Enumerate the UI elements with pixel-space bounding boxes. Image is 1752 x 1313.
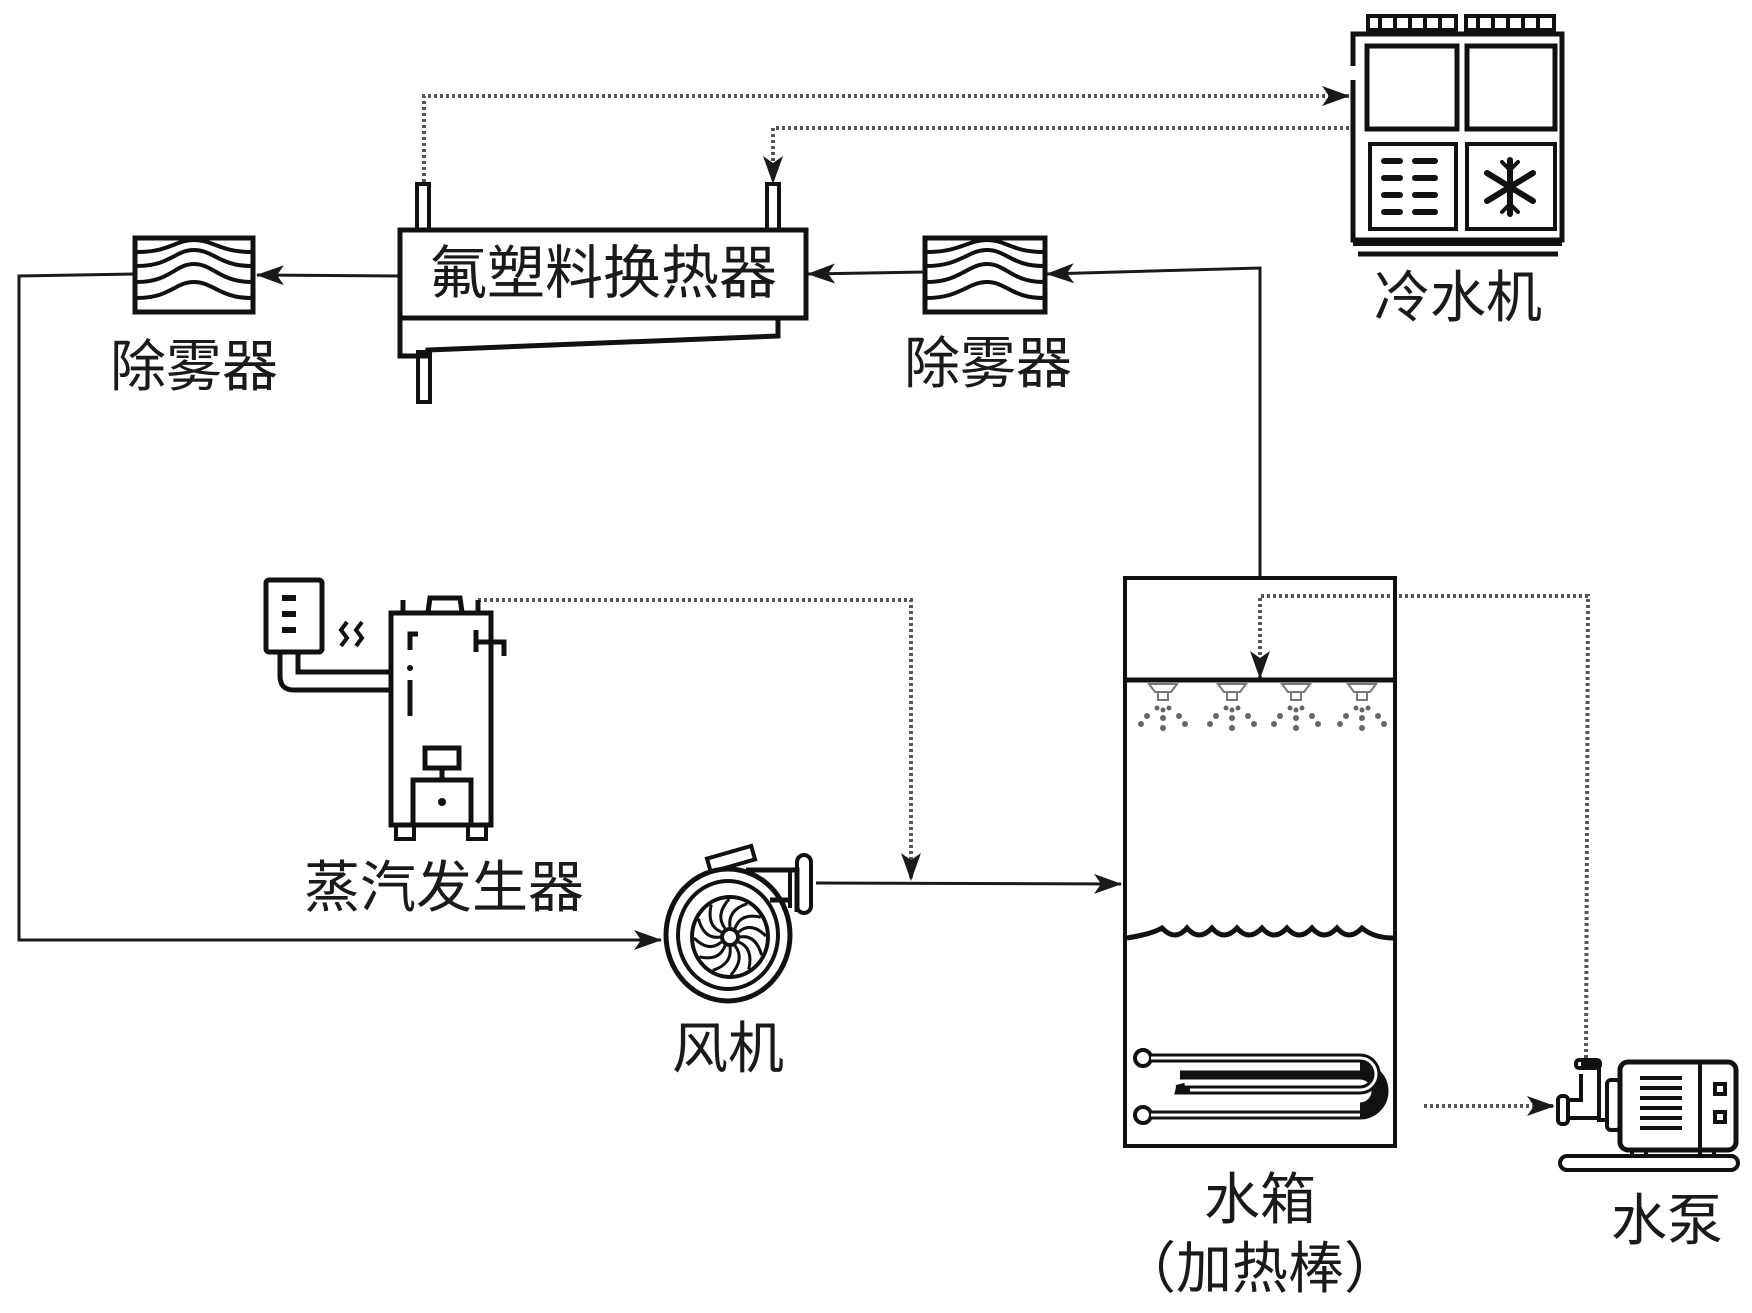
water-pump-icon [1556, 1058, 1740, 1172]
spray-nozzle [1271, 683, 1321, 731]
water-tank-label: 水箱 [1204, 1168, 1316, 1233]
flow-tank-to-demister-right [1046, 263, 1262, 577]
fan-blade [737, 926, 768, 938]
flow-demister-right-to-hx [807, 263, 926, 284]
water-tank-sublabel: （加热棒） [1120, 1237, 1400, 1302]
heat-exchanger-label: 氟塑料换热器 [429, 239, 777, 307]
spray-nozzle [1138, 683, 1188, 731]
fan-blade [738, 940, 752, 970]
spray-nozzle-icon [1138, 683, 1387, 731]
water-pump-label: 水泵 [1611, 1189, 1723, 1254]
fan-blade [739, 935, 764, 956]
demister-right-icon [922, 235, 1048, 315]
fan-icon [663, 843, 813, 1004]
demister-right-label: 除雾器 [904, 332, 1072, 397]
flow-fan-to-tank [815, 873, 1122, 894]
fan-blade [696, 918, 721, 939]
flow-chiller-to-hx [763, 126, 1349, 184]
fan-blade [729, 944, 741, 976]
fan-blade [692, 936, 723, 948]
fan-blade [719, 898, 731, 930]
fan-label: 风机 [672, 1017, 784, 1082]
flow-pump-to-spray [1250, 594, 1591, 1059]
heating-rod-icon [1133, 1048, 1389, 1125]
flow-demister-left-to-fan [17, 272, 662, 950]
spray-nozzle [1337, 683, 1387, 731]
snowflake-icon [1484, 157, 1536, 217]
fan-blade [733, 914, 762, 929]
spray-nozzle [1207, 683, 1257, 731]
chiller-label: 冷水机 [1374, 266, 1542, 331]
flow-hx-to-demister-left [256, 265, 400, 286]
water-tank-icon [1123, 576, 1397, 1148]
demister-left-label: 除雾器 [110, 335, 278, 400]
fan-blade [698, 945, 727, 960]
flow-lines [17, 86, 1591, 1116]
steam-generator-label: 蒸汽发生器 [304, 856, 584, 921]
fan-blade [712, 946, 732, 972]
flow-steam-to-fan-outlet [478, 598, 921, 881]
fan-blade [708, 904, 722, 934]
demister-left-icon [132, 235, 256, 315]
heat-exchanger-icon [397, 182, 809, 404]
steam-generator-icon [263, 577, 507, 841]
flow-hx-to-chiller [422, 86, 1350, 182]
chiller-icon [1350, 14, 1565, 257]
fan-blade [728, 902, 748, 928]
